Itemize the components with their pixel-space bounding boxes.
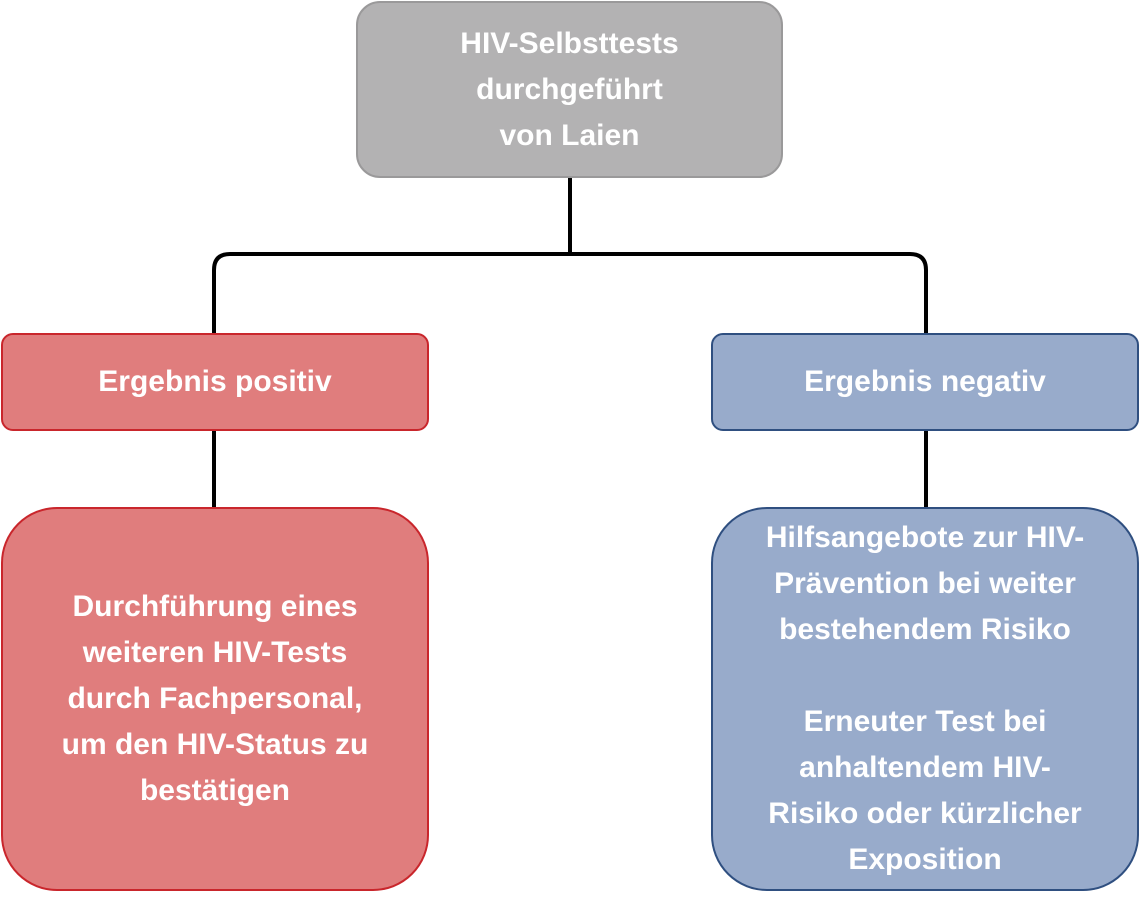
negative-action-line: anhaltendem HIV-: [799, 751, 1051, 784]
node-ergebnis-negativ: Ergebnis negativ: [711, 333, 1139, 431]
negative-action-line: Prävention bei weiter: [774, 567, 1076, 600]
negative-action-line: Exposition: [848, 843, 1002, 876]
node-positive-label: Ergebnis positiv: [98, 365, 332, 398]
positive-action-line: durch Fachpersonal,: [67, 682, 363, 715]
node-positive-action: Durchführung eines weiteren HIV-Tests du…: [1, 507, 429, 891]
root-line: durchgeführt: [476, 72, 663, 106]
negative-action-text: Hilfsangebote zur HIV- Prävention bei we…: [766, 515, 1084, 883]
root-node-hiv-selbsttests: HIV-Selbsttests durchgeführt von Laien: [356, 1, 783, 178]
node-negative-label: Ergebnis negativ: [804, 365, 1046, 398]
positive-action-text: Durchführung eines weiteren HIV-Tests du…: [62, 584, 369, 814]
connector-root-to-branches: [212, 178, 928, 333]
positive-action-line: weiteren HIV-Tests: [82, 636, 348, 669]
root-line: HIV-Selbsttests: [460, 26, 679, 60]
negative-action-line: Erneuter Test bei: [803, 705, 1047, 738]
negative-action-line: bestehendem Risiko: [779, 613, 1071, 646]
node-negative-action: Hilfsangebote zur HIV- Prävention bei we…: [711, 507, 1139, 891]
negative-action-line: Risiko oder kürzlicher: [768, 797, 1082, 830]
root-line: von Laien: [499, 118, 640, 152]
node-ergebnis-positiv: Ergebnis positiv: [1, 333, 429, 431]
root-node-text: HIV-Selbsttests durchgeführt von Laien: [460, 21, 678, 159]
negative-action-spacer: [766, 653, 1084, 699]
negative-action-line: Hilfsangebote zur HIV-: [765, 521, 1085, 554]
positive-action-line: um den HIV-Status zu: [61, 728, 369, 761]
positive-action-line: bestätigen: [139, 774, 290, 807]
positive-action-line: Durchführung eines: [72, 590, 358, 623]
